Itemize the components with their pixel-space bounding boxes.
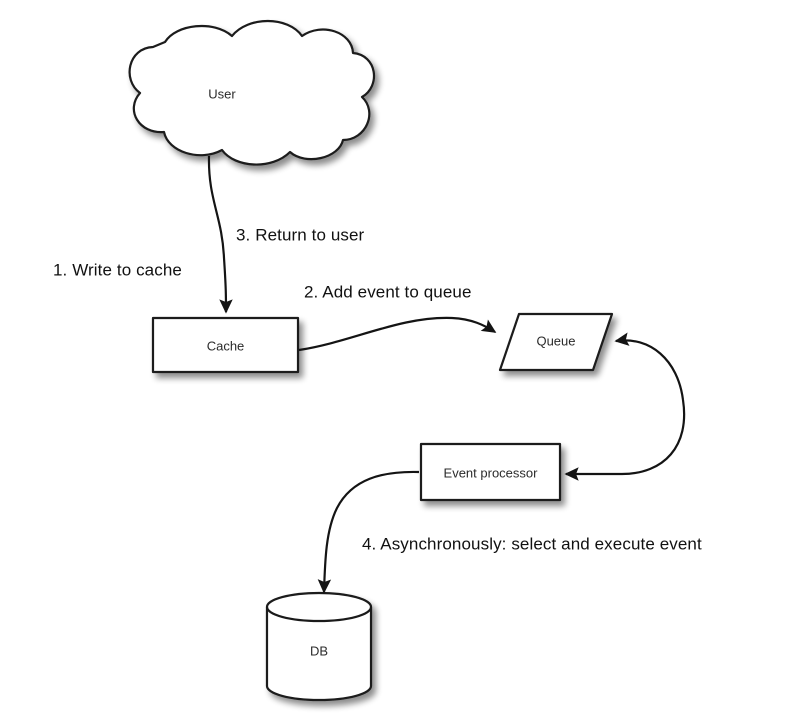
node-queue[interactable]: Queue xyxy=(498,312,614,372)
node-event-processor-label: Event processor xyxy=(444,465,539,480)
step-label-3: 3. Return to user xyxy=(236,225,365,244)
node-db[interactable]: DB xyxy=(265,591,373,702)
step-label-4: 4. Asynchronously: select and execute ev… xyxy=(362,534,702,553)
edge-cache-to-queue[interactable] xyxy=(298,316,497,352)
node-db-label: DB xyxy=(310,643,328,658)
node-user[interactable]: User xyxy=(128,19,376,166)
step-label-2: 2. Add event to queue xyxy=(304,282,472,301)
edge-queue-processor-loop[interactable] xyxy=(564,332,686,481)
node-event-processor[interactable]: Event processor xyxy=(419,442,562,502)
step-label-1: 1. Write to cache xyxy=(53,260,182,279)
edge-user-to-cache[interactable] xyxy=(207,155,233,314)
edge-processor-to-db[interactable] xyxy=(317,470,420,594)
node-cache-label: Cache xyxy=(207,338,245,353)
node-cache[interactable]: Cache xyxy=(151,316,300,374)
node-user-label: User xyxy=(208,86,236,101)
node-queue-label: Queue xyxy=(536,333,575,348)
